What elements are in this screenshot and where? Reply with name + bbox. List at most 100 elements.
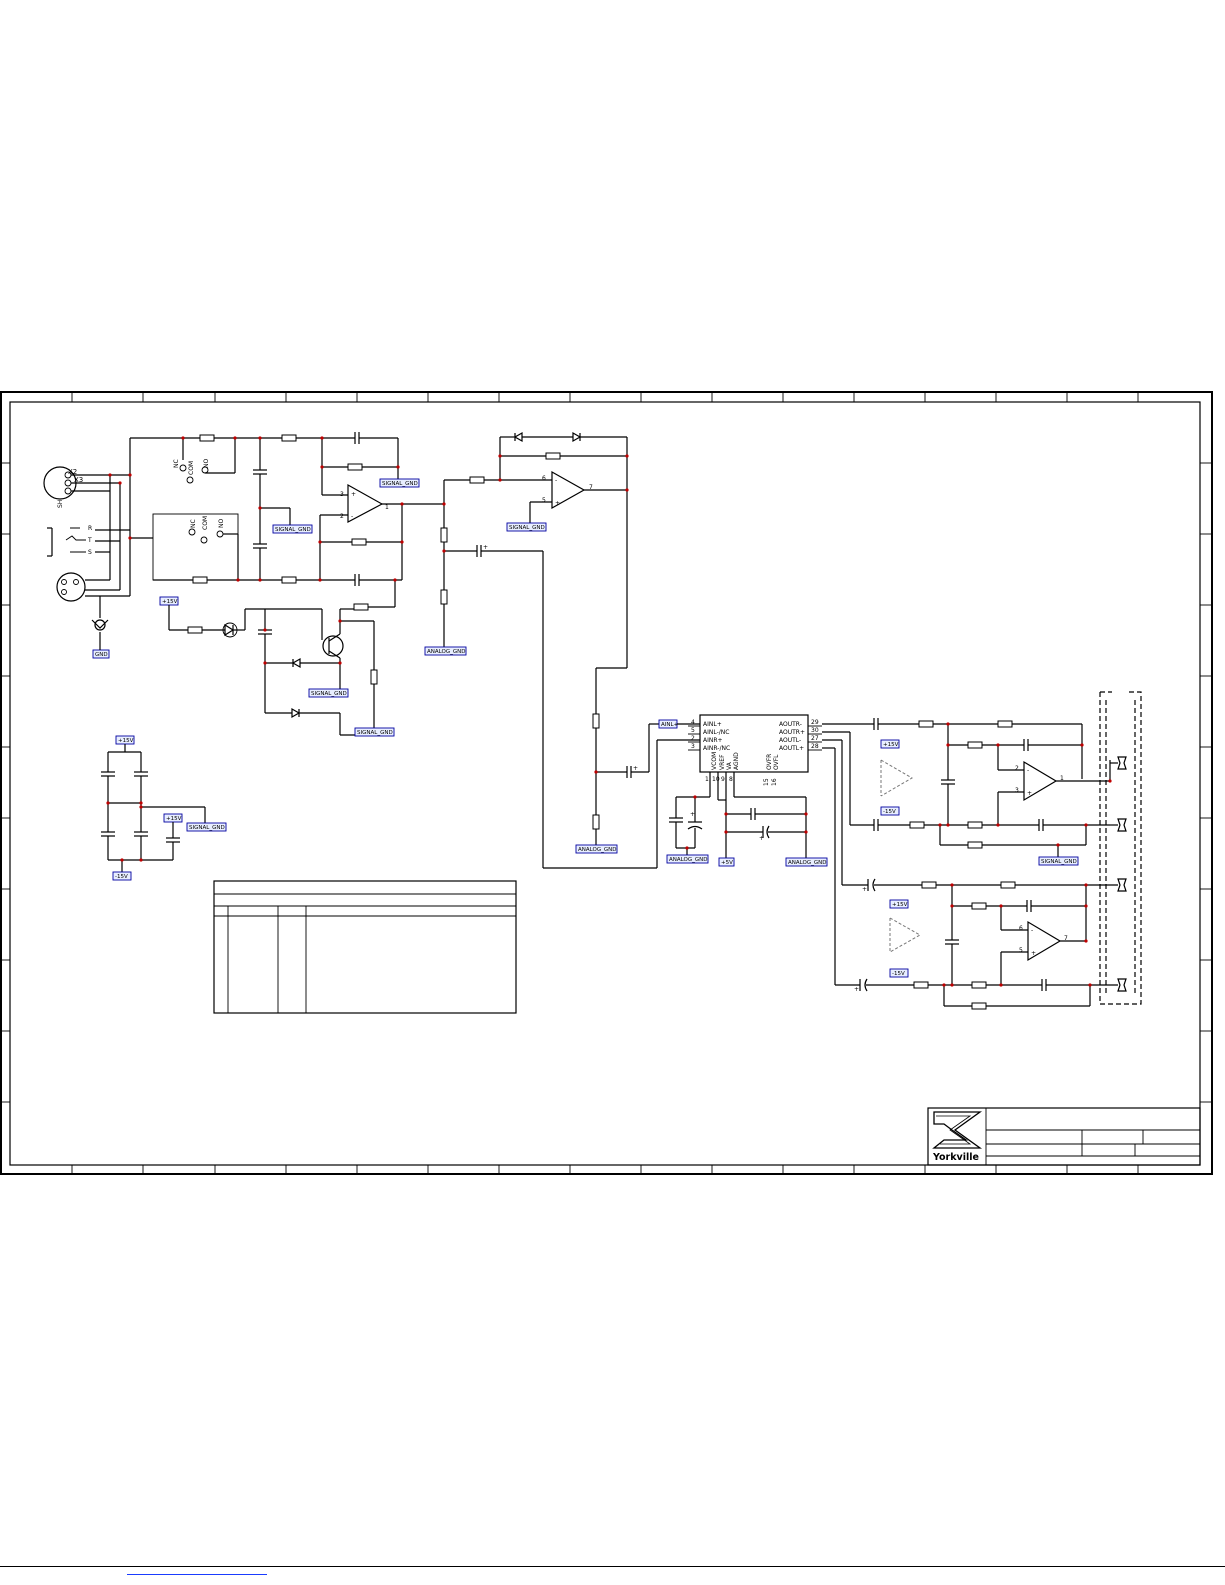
opamp-u3 bbox=[1023, 760, 1058, 802]
resistor bbox=[353, 603, 369, 611]
net-label-plus15: +15V bbox=[159, 596, 179, 606]
u4-minus: - bbox=[1031, 927, 1033, 934]
u2-pin5: 5 bbox=[542, 497, 546, 504]
net-label-plus15: +15V bbox=[889, 899, 909, 909]
svg-text:SIGNAL_GND: SIGNAL_GND bbox=[509, 525, 545, 531]
opamp-u1 bbox=[347, 483, 384, 523]
u2-minus: - bbox=[555, 477, 557, 484]
drawing-frame bbox=[0, 391, 1213, 1175]
u3-minus: - bbox=[1027, 767, 1029, 774]
resistor bbox=[913, 981, 929, 989]
title-block: Yorkville bbox=[927, 1107, 1201, 1166]
relay2-nc: NC bbox=[190, 519, 197, 528]
net-label-plus15: +15V bbox=[115, 735, 135, 745]
u4-pin6: 6 bbox=[1019, 925, 1023, 932]
svg-text:SIGNAL_GND: SIGNAL_GND bbox=[382, 481, 418, 487]
codec-right-pin-num-2: 27 bbox=[811, 735, 819, 742]
relay1-com: COM bbox=[188, 461, 195, 475]
u2-pin6: 6 bbox=[542, 475, 546, 482]
net-label-signal-gnd: SIGNAL_GND bbox=[186, 822, 227, 832]
codec-status-pin-1: OVFL bbox=[773, 754, 780, 770]
svg-text:ANALOG_GND: ANALOG_GND bbox=[788, 860, 826, 866]
resistor bbox=[592, 713, 600, 729]
relay-contacts: NC COM NO NC COM NO bbox=[130, 434, 282, 584]
output-stage-right: 2 3 - + 1 SIGNAL_GND bbox=[822, 718, 1118, 866]
net-label-gnd: GND bbox=[92, 649, 110, 659]
codec-right-pin-num-3: 28 bbox=[811, 743, 819, 750]
resistor bbox=[199, 434, 215, 442]
svg-text:+: + bbox=[854, 986, 859, 993]
resistor bbox=[967, 821, 983, 829]
diode-icon bbox=[513, 431, 523, 443]
relay1-nc: NC bbox=[173, 459, 180, 468]
codec-status-num-0: 15 bbox=[763, 778, 770, 786]
relay2-com: COM bbox=[202, 516, 209, 530]
svg-text:SIGNAL_GND: SIGNAL_GND bbox=[1041, 859, 1077, 865]
resistor bbox=[592, 814, 600, 830]
resistor bbox=[971, 902, 987, 910]
codec-right-pin-name-0: AOUTR- bbox=[779, 721, 802, 728]
resistor bbox=[281, 576, 297, 584]
net-label-signal-gnd: SIGNAL_GND bbox=[506, 522, 547, 532]
codec-bottom-pin-3: AGND bbox=[733, 752, 740, 770]
net-label-signal-gnd: SIGNAL_GND bbox=[308, 688, 349, 698]
codec-left-pin-num-1: 5 bbox=[691, 727, 695, 734]
resistor bbox=[967, 741, 983, 749]
relay1-no: NO bbox=[203, 459, 210, 468]
codec-left-pin-num-0: 4 bbox=[691, 719, 695, 726]
net-label-minus15: -15V bbox=[112, 871, 132, 881]
resistor bbox=[921, 881, 937, 889]
resistor bbox=[918, 720, 934, 728]
input-opamp-stage: SIGNAL_GND SIGNAL_GND 3 2 + - 1 bbox=[253, 432, 444, 611]
u2-plus: + bbox=[555, 500, 560, 507]
clip-indicator: +15V bbox=[159, 596, 395, 737]
svg-text:GND: GND bbox=[95, 652, 108, 658]
led-icon bbox=[224, 623, 235, 637]
codec-bottom-num-1: 10 bbox=[712, 776, 720, 783]
resistor bbox=[967, 841, 983, 849]
resistor bbox=[469, 476, 485, 484]
net-label-analog-gnd: ANALOG_GND bbox=[424, 646, 467, 656]
codec-bottom-pin-0: VCOM bbox=[711, 752, 718, 770]
resistor bbox=[1000, 881, 1016, 889]
u2-out: 7 bbox=[589, 484, 593, 491]
svg-text:-15V: -15V bbox=[883, 809, 896, 815]
logo-text: Yorkville bbox=[932, 1152, 979, 1163]
svg-text:ANALOG_GND: ANALOG_GND bbox=[578, 847, 616, 853]
net-label-signal-gnd: SIGNAL_GND bbox=[379, 478, 420, 488]
revision-table bbox=[213, 880, 517, 1014]
resistor bbox=[347, 463, 363, 471]
resistor bbox=[997, 720, 1013, 728]
codec-left-pin-name-2: AINR+ bbox=[703, 737, 723, 744]
resistor bbox=[440, 589, 448, 605]
jack-pin-t: T bbox=[87, 537, 92, 544]
net-label-plus5: +5V bbox=[718, 857, 735, 867]
resistor bbox=[971, 981, 987, 989]
net-label-analog-gnd: ANALOG_GND bbox=[666, 854, 709, 864]
svg-text:SIGNAL_GND: SIGNAL_GND bbox=[275, 527, 311, 533]
junction-dots bbox=[106, 436, 1112, 987]
codec-left-pin-num-3: 3 bbox=[691, 743, 695, 750]
footer-link-underline bbox=[127, 1574, 267, 1575]
net-label-minus15: -15V bbox=[880, 806, 900, 816]
connector-label-x3: X3 bbox=[74, 476, 83, 484]
buffer-opamp-stage: 6 5 - + 7 SIGNAL_GND + ANALOG_GND bbox=[424, 431, 700, 869]
transistor-icon bbox=[322, 635, 344, 657]
svg-text:-15V: -15V bbox=[892, 971, 905, 977]
resistor bbox=[187, 626, 203, 634]
svg-text:+15V: +15V bbox=[892, 902, 908, 908]
codec-right-pin-num-1: 30 bbox=[811, 727, 819, 734]
u3-plus: + bbox=[1027, 790, 1032, 797]
u1-out: 1 bbox=[385, 504, 389, 511]
power-decoupling: +15V +15V SIGNAL_GND -15V bbox=[101, 735, 227, 881]
resistor bbox=[971, 1002, 987, 1010]
svg-text:-15V: -15V bbox=[115, 874, 128, 880]
codec-left-pin-name-3: AINR-/NC bbox=[703, 745, 730, 752]
svg-text:+5V: +5V bbox=[721, 860, 733, 866]
net-label-ainl: AINL+ bbox=[658, 719, 679, 729]
net-label-plus15: +15V bbox=[880, 739, 900, 749]
footer-rule bbox=[0, 1566, 1225, 1567]
svg-text:+15V: +15V bbox=[883, 742, 899, 748]
u1-plus: + bbox=[351, 491, 356, 498]
